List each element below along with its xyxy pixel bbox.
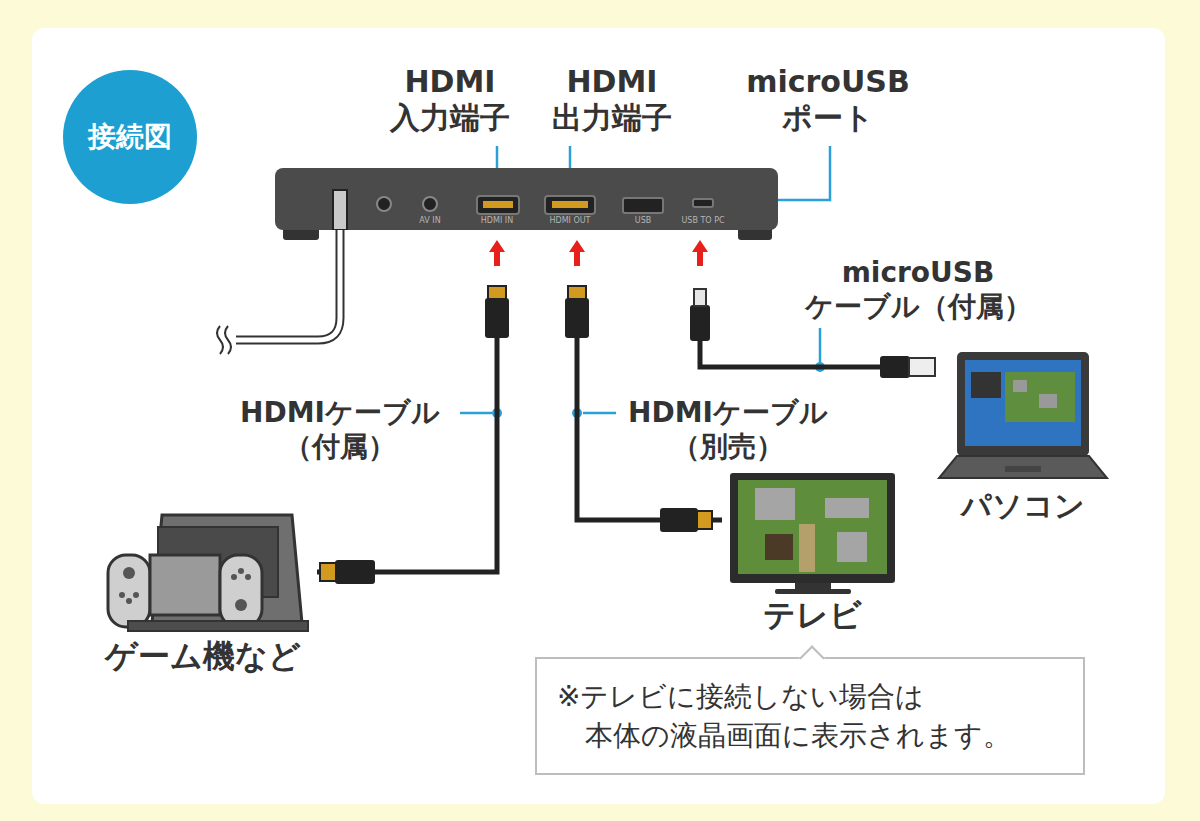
device-name: テレビ [722,596,903,634]
note-box: ※テレビに接続しない場合は 本体の液晶画面に表示されます。 [535,657,1085,775]
device-name: パソコン [932,488,1113,524]
pc-node: パソコン [932,350,1113,535]
title-text: 接続図 [88,118,172,156]
port-label: USB TO PC [681,216,724,226]
callout-label: HDMI 出力端子 [527,64,697,136]
cable-label: HDMIケーブル （別売） [603,396,853,463]
power-cable [236,230,340,340]
port-label: USB [635,216,651,226]
game-node: ゲーム機など [89,505,317,685]
callout-label: HDMI 入力端子 [365,64,535,136]
note-pointer [799,645,824,670]
callout-label: microUSB ポート [728,64,928,136]
microusb-plug [690,289,710,341]
break-mark [217,326,231,354]
hdmi-plug [660,508,712,532]
cable-connector [577,230,722,520]
port-label: HDMI OUT [549,216,590,226]
tv-node: テレビ [722,468,903,643]
cable-label: HDMIケーブル （付属） [215,396,465,463]
hdmi-plug [565,286,589,338]
port-label: HDMI IN [481,216,513,226]
hdmi-plug [320,560,375,584]
note-text: ※テレビに接続しない場合は 本体の液晶画面に表示されます。 [585,677,1063,755]
hdmi-plug [485,286,509,338]
capture-device: AV IN HDMI IN HDMI OUT USB USB TO PC [275,168,778,230]
usb-a-plug [880,356,935,378]
cable-label: microUSB ケーブル（付属） [798,256,1038,323]
power-cable-inner [236,230,340,340]
device-name: ゲーム機など [89,637,317,675]
title-circle: 接続図 [63,70,197,204]
port-label: AV IN [419,216,440,226]
